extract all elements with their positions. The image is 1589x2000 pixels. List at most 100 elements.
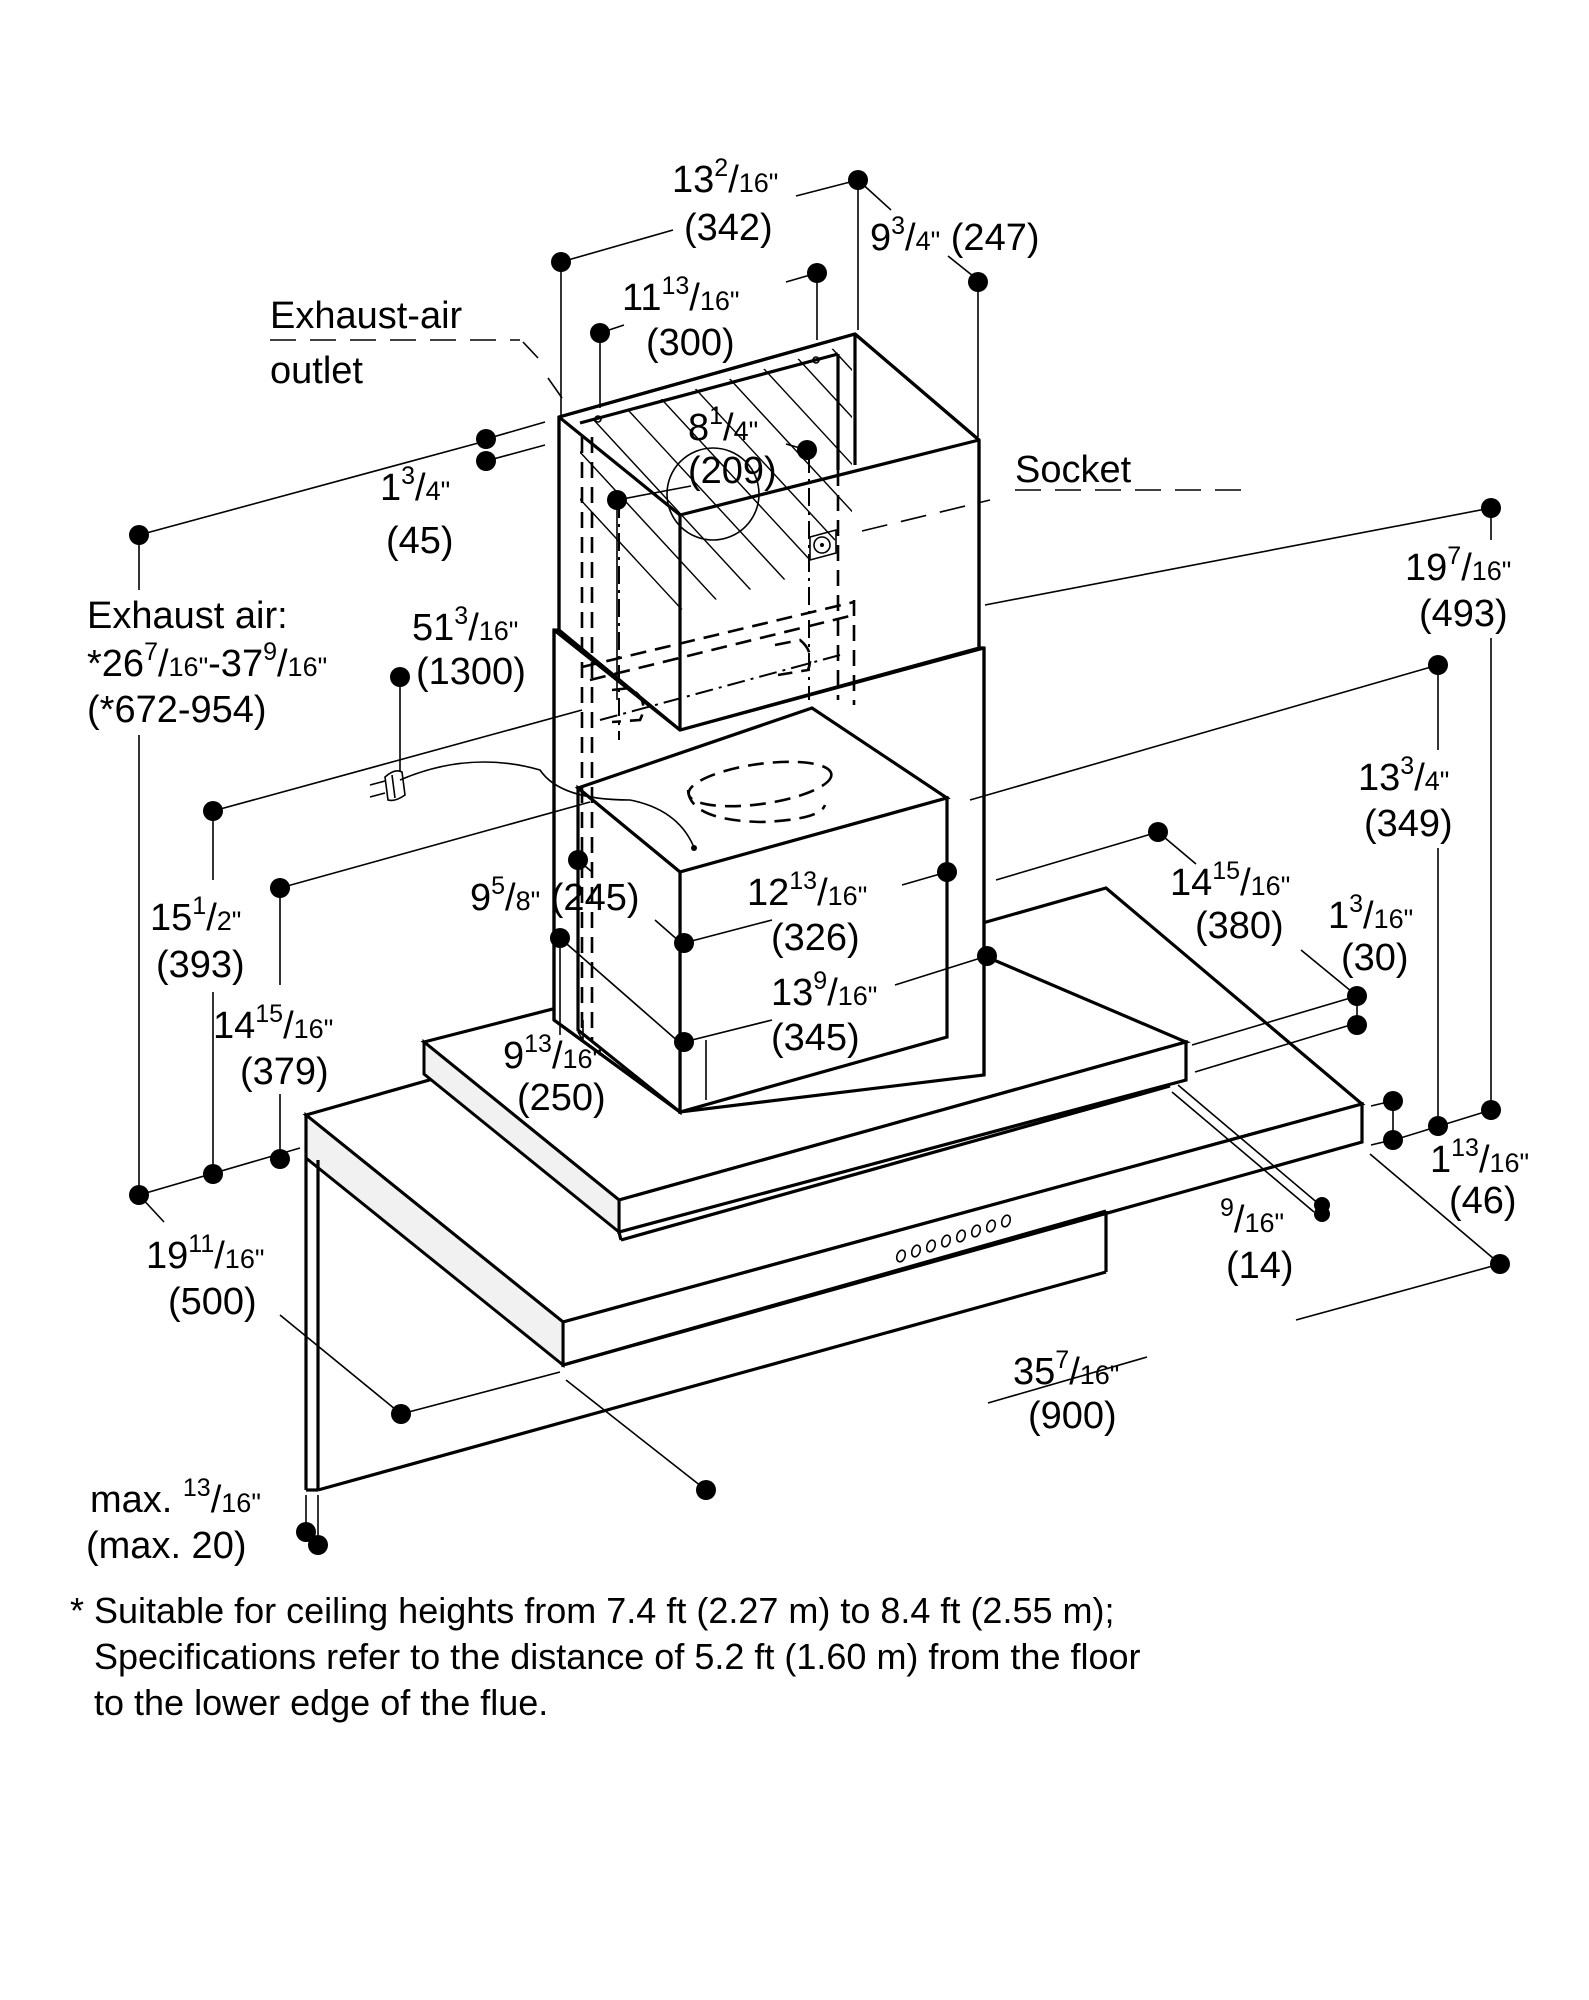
dimension-label-d14: 9/16"(14) [1220,1194,1294,1287]
whole-number: 1 [380,467,401,509]
denominator: 16" [479,616,519,646]
footnote-line: * Suitable for ceiling heights from 7.4 … [70,1590,1114,1631]
metric-value: (349) [1364,803,1453,845]
numerator: 13 [524,1030,552,1058]
metric-value: (250) [517,1077,606,1119]
dimension-label-d379: 1415/16"(379) [213,1000,333,1093]
whole-number: 9 [470,877,491,919]
numerator: 3 [401,462,415,490]
denominator: 2" [217,906,242,936]
whole-number: 1 [1430,1139,1451,1181]
whole-number: 15 [150,897,192,939]
denominator: 16" [225,1244,265,1274]
whole-number: 13 [1358,757,1400,799]
numerator: 3 [1349,890,1363,918]
value: *26 [87,643,144,685]
footnote-line: to the lower edge of the flue. [94,1682,548,1723]
imperial-value: max. 13/16" [90,1474,261,1521]
numerator: 1 [709,402,723,430]
footnote-line: Specifications refer to the distance of … [94,1636,1141,1677]
denominator: 16" [288,652,328,682]
dimension-label-d500: 1911/16"(500) [146,1230,264,1323]
imperial-value: 81/4" [688,402,758,449]
metric-value: (900) [1028,1395,1117,1437]
imperial-value: 1911/16" [146,1230,264,1277]
imperial-value: 513/16" [412,602,518,649]
dimension-label-d349: 133/4"(349) [1358,752,1453,845]
imperial-value: 357/16" [1013,1346,1119,1393]
numerator: 3 [454,602,468,630]
denominator: 4" [916,226,941,256]
numerator: 9 [1220,1194,1234,1222]
denominator: 16" [1251,871,1291,901]
denominator: 16" [1244,1208,1284,1238]
label-exhaust-air-range: Exhaust air: *267/16"-379/16" (*672-954) [87,595,327,731]
metric-value: (342) [684,207,773,249]
numerator: 15 [255,1000,283,1028]
numerator: 13 [1451,1134,1479,1162]
plug-icon [369,770,406,802]
metric-value: (326) [771,917,860,959]
label-socket: Socket [1015,449,1132,491]
denominator: 16" [1374,904,1414,934]
metric-value: (393) [156,944,245,986]
denominator: 4" [426,476,451,506]
blower-housing [399,706,951,1116]
label-line: Exhaust air: [87,595,288,637]
dimension-labels: 132/16"(342)93/4" (247)1113/16"(300)81/4… [86,154,1529,1567]
numerator: 3 [1400,752,1414,780]
hidden-flue-outline [577,437,856,1043]
imperial-value: 913/16" [503,1030,602,1077]
denominator: 16" [169,652,209,682]
label-line: *267/16"-379/16" [87,638,327,685]
imperial-value: 1113/16" [622,272,739,319]
numerator: 9 [813,967,827,995]
dimension-label-d326: 1213/16"(326) [747,867,867,959]
metric-value: (247) [951,217,1040,259]
numerator: 13 [789,867,817,895]
whole-number: 9 [503,1035,524,1077]
denominator: 16" [1490,1148,1530,1178]
whole-number: 12 [747,872,789,914]
imperial-value: 13/4" [380,462,450,509]
denominator: 4" [1425,766,1450,796]
numerator: 9 [263,638,277,666]
dimension-label-d30: 13/16"(30) [1328,890,1413,979]
label-exhaust-air-outlet: Exhaust-air outlet [270,295,463,392]
metric-value: (380) [1195,905,1284,947]
denominator: 16" [294,1014,334,1044]
whole-number: 14 [213,1005,255,1047]
denominator: 16" [838,981,878,1011]
numerator: 5 [491,872,505,900]
imperial-value: 95/8" (245) [470,872,640,919]
metric-value: (500) [168,1281,257,1323]
numerator: 11 [188,1230,214,1258]
dimension-dots [129,170,1510,1555]
imperial-value: 1415/16" [213,1000,333,1047]
numerator: 13 [183,1474,211,1502]
dimension-label-d46: 113/16"(46) [1430,1134,1529,1222]
metric-value: (300) [646,322,735,364]
imperial-value: 132/16" [672,154,778,201]
label-line: Exhaust-air [270,295,463,337]
dimension-label-d900: 357/16"(900) [1013,1346,1119,1437]
denominator: 16" [221,1488,261,1518]
denominator: 16" [1472,556,1512,586]
dimension-label-d45: 13/4"(45) [380,462,454,562]
dimension-label-d380: 1415/16"(380) [1170,857,1290,947]
metric-value: (493) [1419,593,1508,635]
dimension-label-d209: 81/4"(209) [688,402,777,492]
dimension-label-d493: 197/16"(493) [1405,542,1511,635]
imperial-value: 113/16" [1430,1134,1529,1181]
numerator: 2 [714,154,728,182]
upper-flue [557,332,981,732]
denominator: 8" [516,886,541,916]
whole-number: 9 [870,217,891,259]
whole-number: 19 [146,1235,188,1277]
imperial-value: 197/16" [1405,542,1511,589]
imperial-value: 133/4" [1358,752,1449,799]
whole-number: 1 [1328,895,1349,937]
numerator: 15 [1212,857,1240,885]
metric-value: (max. 20) [86,1525,246,1567]
